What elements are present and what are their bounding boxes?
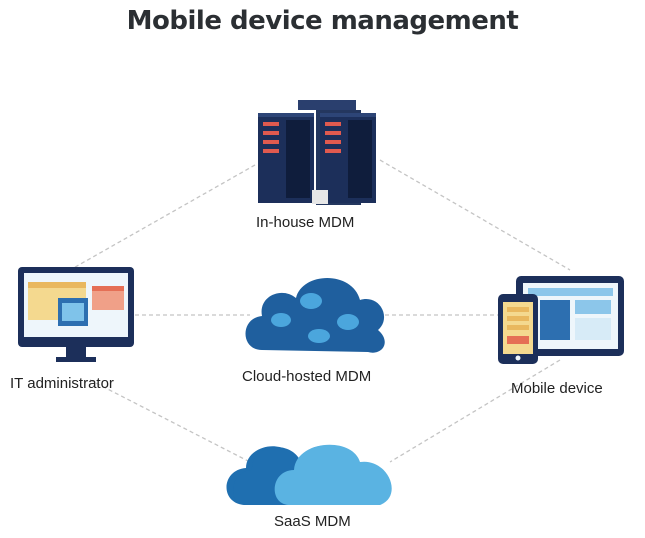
label-saas-mdm: SaaS MDM <box>274 513 351 530</box>
label-in-house-mdm: In-house MDM <box>256 214 355 231</box>
saas-cloud-icon <box>226 444 392 505</box>
connector-mobile-saas <box>389 359 561 463</box>
connector-inhouse-mobile <box>379 159 571 271</box>
diagram-title: Mobile device management <box>126 6 519 36</box>
monitor-icon <box>18 267 134 362</box>
label-it-administrator: IT administrator <box>10 375 114 392</box>
label-cloud-hosted-mdm: Cloud-hosted MDM <box>242 368 372 385</box>
server-icon <box>258 100 376 205</box>
label-mobile-device: Mobile device <box>511 380 603 397</box>
connectors <box>69 159 571 463</box>
connector-it-saas <box>89 379 251 463</box>
connector-inhouse-it <box>69 164 256 271</box>
mobile-device-icon <box>498 276 624 364</box>
cloud-hosted-icon <box>245 278 385 353</box>
